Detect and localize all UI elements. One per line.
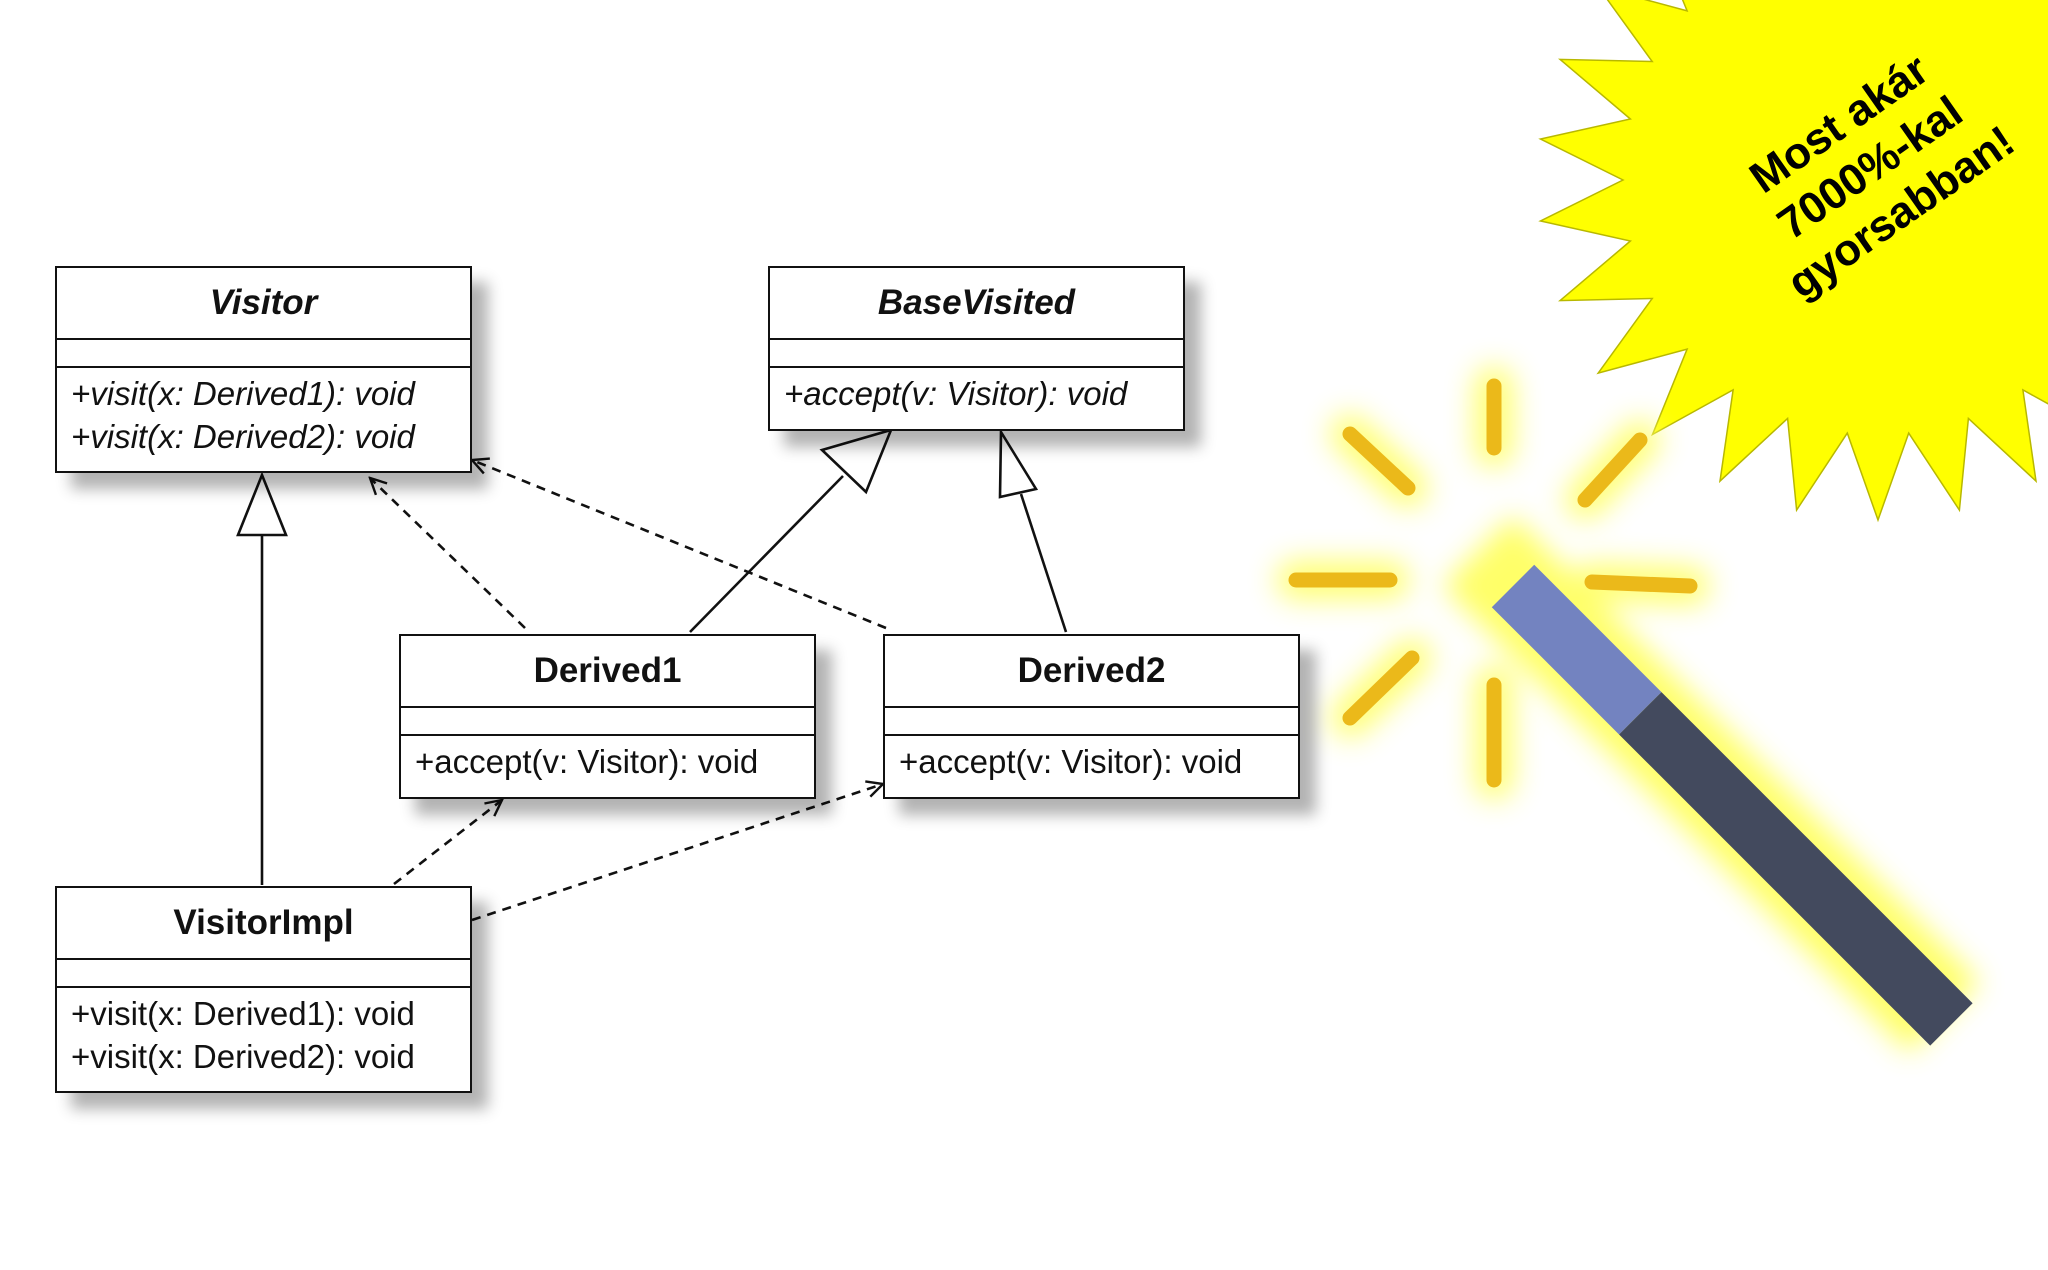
generalization-derived1-basevisited	[689, 475, 844, 633]
class-visitorimpl-op: +visit(x: Derived1): void	[71, 995, 415, 1032]
class-visitor-op: +visit(x: Derived2): void	[71, 418, 415, 455]
class-derived2: Derived2 +accept(v: Visitor): void	[883, 634, 1300, 799]
class-derived2-operations: +accept(v: Visitor): void	[885, 736, 1298, 783]
class-basevisited-name: BaseVisited	[770, 268, 1183, 340]
class-derived1-attributes	[401, 708, 814, 736]
class-visitor: Visitor +visit(x: Derived1): void +visit…	[55, 266, 472, 473]
generalization-derived2-arrowhead	[998, 427, 1039, 499]
dependency-visitorimpl-derived1	[393, 800, 502, 886]
class-basevisited: BaseVisited +accept(v: Visitor): void	[768, 266, 1185, 431]
class-visitor-op: +visit(x: Derived1): void	[71, 375, 415, 412]
generalization-derived1-arrowhead	[819, 428, 894, 495]
generalization-visitorimpl-arrowhead	[236, 471, 288, 537]
class-derived1-op: +accept(v: Visitor): void	[415, 743, 759, 780]
class-derived2-name: Derived2	[885, 636, 1298, 708]
dependency-derived2-visitor	[472, 460, 887, 630]
dependency-visitorimpl-derived2	[471, 784, 883, 922]
class-derived2-op: +accept(v: Visitor): void	[899, 743, 1243, 780]
class-visitor-attributes	[57, 340, 470, 368]
wand-body	[1619, 692, 1973, 1046]
class-basevisited-operations: +accept(v: Visitor): void	[770, 368, 1183, 415]
sparkle-rays	[1288, 378, 1698, 788]
class-visitorimpl-attributes	[57, 960, 470, 988]
class-visitor-operations: +visit(x: Derived1): void +visit(x: Deri…	[57, 368, 470, 458]
starburst-shape	[1538, 0, 2048, 523]
class-basevisited-attributes	[770, 340, 1183, 368]
class-visitorimpl-name: VisitorImpl	[57, 888, 470, 960]
class-derived2-attributes	[885, 708, 1298, 736]
class-visitor-name: Visitor	[57, 268, 470, 340]
dependency-derived1-visitor	[370, 478, 526, 629]
class-visitorimpl-op: +visit(x: Derived2): void	[71, 1038, 415, 1075]
class-visitorimpl: VisitorImpl +visit(x: Derived1): void +v…	[55, 886, 472, 1093]
class-derived1-operations: +accept(v: Visitor): void	[401, 736, 814, 783]
generalization-derived2-basevisited	[1019, 493, 1068, 633]
promo-starburst: Most akár 7000%-kal gyorsabban!	[1538, 0, 2048, 523]
magic-wand-icon	[1276, 366, 1980, 1053]
class-visitorimpl-operations: +visit(x: Derived1): void +visit(x: Deri…	[57, 988, 470, 1078]
class-basevisited-op: +accept(v: Visitor): void	[784, 375, 1128, 412]
class-derived1-name: Derived1	[401, 636, 814, 708]
class-derived1: Derived1 +accept(v: Visitor): void	[399, 634, 816, 799]
wand-tip	[1491, 564, 1662, 735]
